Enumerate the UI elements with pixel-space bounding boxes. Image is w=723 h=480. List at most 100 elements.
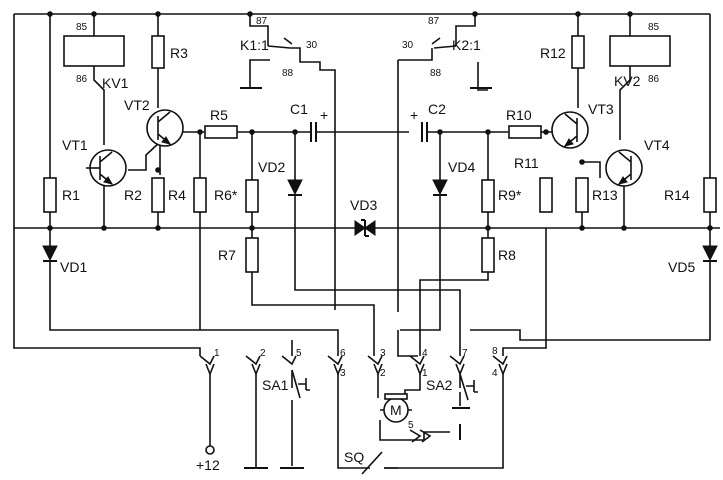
vt3-label: VT3 — [588, 101, 614, 117]
resistor-r9 — [481, 179, 495, 213]
pin-6: 6 — [340, 348, 346, 359]
resistor-r12 — [571, 35, 585, 69]
k2-pin-87: 87 — [428, 16, 440, 27]
resistor-r7 — [245, 237, 259, 273]
relay-contact-k2: 87 30 88 K2:1 — [402, 16, 481, 79]
r11-label: R11 — [514, 155, 539, 171]
pin-3: 3 — [380, 348, 386, 359]
pin-5-low: 5 — [408, 420, 414, 431]
ground-bars — [240, 87, 492, 469]
resistor-r3 — [151, 35, 165, 69]
sq-label: SQ — [344, 449, 364, 465]
supply-label: +12 — [196, 457, 220, 473]
vd2-label: VD2 — [258, 159, 285, 175]
vt4-label: VT4 — [644, 137, 670, 153]
resistors — [43, 35, 717, 273]
k2-label: K2:1 — [452, 37, 481, 53]
relay-kv1: 85 86 KV1 — [63, 22, 129, 91]
c2-label: C2 — [428, 101, 446, 117]
r13-label: R13 — [592, 187, 618, 203]
switch-sa1: SA1 — [262, 369, 310, 399]
resistor-r6 — [245, 179, 259, 213]
connector-pin-labels: 1 2 5 6 3 3 2 4 1 7 8 4 5 — [214, 346, 498, 431]
c1-plus: + — [320, 107, 328, 123]
motor-m: M — [380, 393, 412, 423]
vd4-label: VD4 — [448, 159, 475, 175]
sa1-label: SA1 — [262, 377, 289, 393]
vd3-label: VD3 — [350, 197, 377, 213]
vt1-label: VT1 — [62, 137, 88, 153]
r2-label: R2 — [124, 187, 142, 203]
capacitor-c2: C2 + — [410, 101, 446, 142]
r6-label: R6* — [214, 187, 238, 203]
r12-label: R12 — [540, 45, 566, 61]
resistor-r2 — [151, 177, 165, 213]
resistor-r13 — [575, 177, 589, 213]
transistor-vt1: VT1 — [62, 137, 127, 187]
resistor-r11 — [539, 177, 553, 213]
relay-contact-k1: 87 30 88 K1:1 — [240, 16, 318, 79]
pin-2-low: 2 — [380, 368, 386, 379]
resistor-labels: R1 R2 R3 R4 R5 R6* R7 R8 R9* R10 R11 R12… — [62, 45, 690, 263]
pin-2: 2 — [260, 348, 266, 359]
k1-label: K1:1 — [240, 37, 269, 53]
motor-label: M — [390, 402, 402, 418]
vd5-label: VD5 — [668, 259, 695, 275]
k1-pin-30: 30 — [306, 40, 318, 51]
diode-vd4: VD4 — [432, 159, 475, 196]
supply-terminal: +12 — [196, 445, 220, 473]
r7-label: R7 — [218, 247, 236, 263]
resistor-r8 — [481, 237, 495, 273]
pin-4-low: 4 — [492, 368, 498, 379]
kv1-label: KV1 — [102, 75, 129, 91]
c2-plus: + — [410, 107, 418, 123]
pin-1-low: 1 — [422, 368, 428, 379]
connector-pins — [199, 355, 508, 443]
pin-86-right: 86 — [648, 74, 660, 85]
pin-4: 4 — [422, 348, 428, 359]
relay-kv2: 85 86 KV2 — [609, 22, 671, 89]
diode-vd2: VD2 — [258, 159, 303, 196]
r8-label: R8 — [498, 247, 516, 263]
vd1-label: VD1 — [60, 259, 87, 275]
r14-label: R14 — [664, 187, 690, 203]
vt2-label: VT2 — [124, 97, 150, 113]
transistor-vt4: VT4 — [605, 137, 670, 187]
r1-label: R1 — [62, 187, 80, 203]
k1-pin-87: 87 — [256, 16, 268, 27]
r10-label: R10 — [506, 107, 532, 123]
pin-1: 1 — [214, 348, 220, 359]
pin-86-left: 86 — [76, 74, 88, 85]
pin-5: 5 — [296, 348, 302, 359]
capacitor-c1: C1 + — [290, 101, 328, 142]
transistor-vt2: VT2 — [124, 97, 184, 147]
resistor-r10 — [508, 125, 542, 139]
r5-label: R5 — [210, 107, 228, 123]
switch-sq: SQ — [344, 449, 398, 475]
junction-dots — [47, 11, 713, 231]
r4-label: R4 — [168, 187, 186, 203]
pin-8: 8 — [492, 346, 498, 357]
pin-85-left: 85 — [76, 22, 88, 33]
resistor-r1 — [43, 177, 57, 213]
k1-pin-88: 88 — [282, 68, 294, 79]
diode-vd1: VD1 — [42, 245, 87, 275]
pin-3-low: 3 — [340, 368, 346, 379]
switch-sa2: SA2 — [426, 373, 478, 401]
diode-vd3: VD3 — [350, 197, 377, 237]
diode-vd5: VD5 — [668, 245, 718, 275]
resistor-r5 — [204, 125, 238, 139]
sa2-label: SA2 — [426, 377, 453, 393]
k2-pin-30: 30 — [402, 40, 414, 51]
pin-7: 7 — [462, 348, 468, 359]
resistor-r14 — [703, 177, 717, 213]
resistor-r4 — [193, 177, 207, 213]
pin-85-right: 85 — [648, 22, 660, 33]
r3-label: R3 — [170, 45, 188, 61]
transistor-vt3: VT3 — [551, 101, 614, 149]
kv2-label: KV2 — [614, 73, 641, 89]
r9-label: R9* — [498, 187, 522, 203]
c1-label: C1 — [290, 101, 308, 117]
k2-pin-88: 88 — [430, 68, 442, 79]
